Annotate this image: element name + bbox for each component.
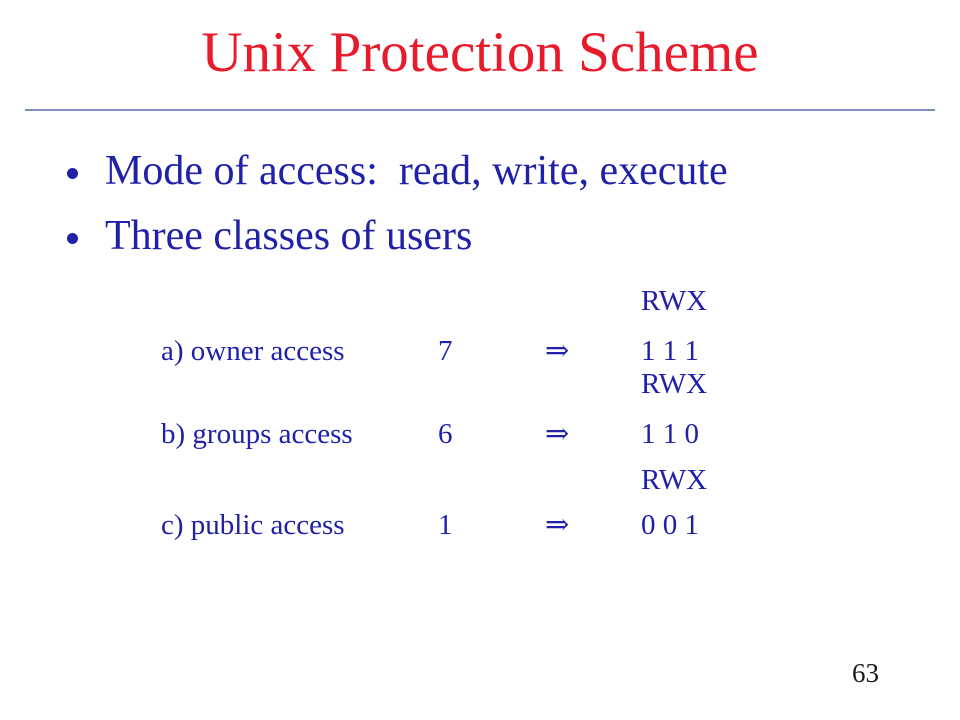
bullet-item-mode-of-access: Mode of access: read, write, execute — [67, 146, 728, 196]
bullet-icon — [67, 168, 78, 179]
implies-arrow-icon: ⇒ — [545, 418, 570, 450]
rwx-header: RWX — [641, 285, 708, 317]
binary-value: 0 0 1 — [641, 509, 699, 541]
bullet-icon — [67, 233, 78, 244]
rwx-header: RWX — [641, 368, 708, 400]
table-row-groups: b) groups access 6 ⇒ 1 1 0 — [0, 417, 960, 453]
bullet-item-three-classes: Three classes of users — [67, 211, 472, 261]
row-label: a) owner access — [161, 335, 345, 367]
rwx-header-row: RWX — [0, 284, 960, 320]
octal-value: 1 — [438, 509, 453, 541]
bullet-text: Three classes of users — [105, 213, 473, 259]
bullet-text: Mode of access: read, write, execute — [105, 148, 728, 194]
table-row-owner: a) owner access 7 ⇒ 1 1 1 — [0, 334, 960, 370]
rwx-header-row: RWX — [0, 463, 960, 499]
implies-arrow-icon: ⇒ — [545, 335, 570, 367]
binary-value: 1 1 0 — [641, 418, 699, 450]
table-row-public: c) public access 1 ⇒ 0 0 1 — [0, 508, 960, 544]
page-number: 63 — [852, 658, 879, 688]
octal-value: 6 — [438, 418, 453, 450]
slide-title: Unix Protection Scheme — [201, 21, 759, 84]
rwx-header-row: RWX — [0, 367, 960, 403]
row-label: c) public access — [161, 509, 345, 541]
title-underline-rule — [25, 109, 935, 111]
implies-arrow-icon: ⇒ — [545, 509, 570, 541]
rwx-header: RWX — [641, 464, 708, 496]
binary-value: 1 1 1 — [641, 335, 699, 367]
row-label: b) groups access — [161, 418, 353, 450]
octal-value: 7 — [438, 335, 453, 367]
